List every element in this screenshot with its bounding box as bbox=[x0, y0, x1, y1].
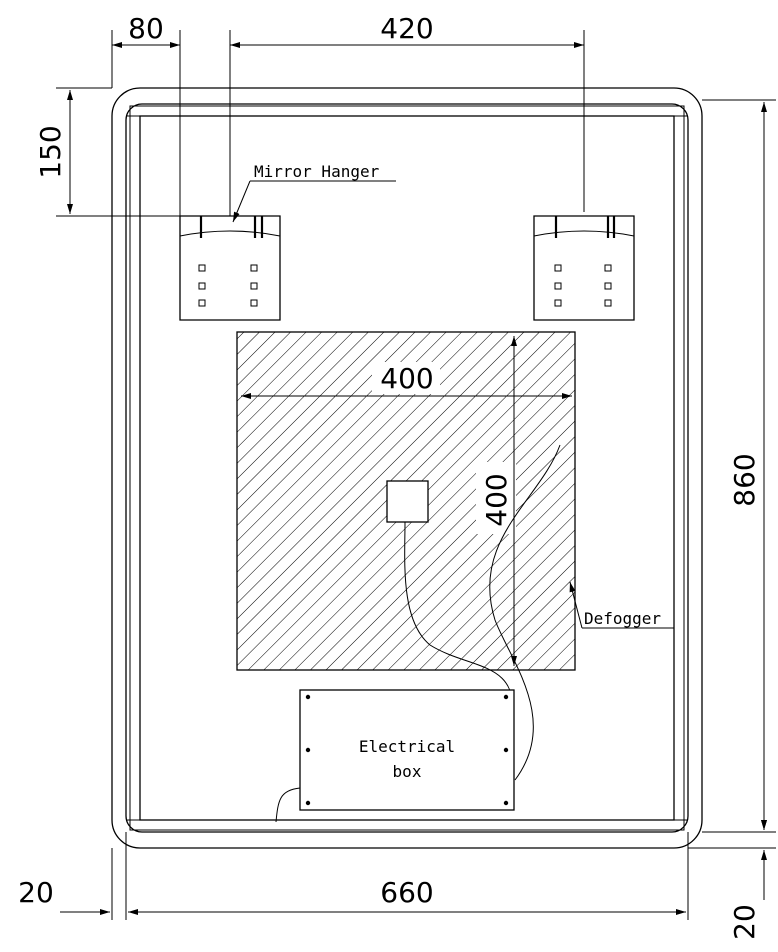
defogger-width-label: 400 bbox=[380, 362, 433, 395]
defogger-label: Defogger bbox=[584, 609, 661, 628]
defogger-connector bbox=[386, 480, 429, 523]
mirror-back-panel-inner bbox=[129, 105, 685, 831]
mirror-hanger-right bbox=[533, 215, 635, 321]
left-margin-dimension: 20 bbox=[18, 832, 127, 920]
total-height-dimension: 860 bbox=[702, 99, 776, 833]
mirror-hanger-callout: Mirror Hanger bbox=[232, 162, 396, 223]
total-width-label: 660 bbox=[380, 876, 433, 909]
hanger-drop-dimension: 150 bbox=[34, 87, 180, 217]
total-height-label: 860 bbox=[728, 453, 761, 506]
defogger-callout: Defogger bbox=[569, 581, 674, 629]
hanger-spacing-label: 420 bbox=[380, 12, 433, 45]
mirror-frame-inner bbox=[125, 103, 689, 833]
bottom-margin-label: 20 bbox=[728, 904, 761, 940]
defogger-height-dimension: 400 bbox=[480, 336, 517, 666]
hanger-drop-label: 150 bbox=[34, 125, 67, 178]
defogger-height-label: 400 bbox=[480, 473, 513, 526]
mirror-frame bbox=[111, 87, 703, 849]
electrical-box: Electrical box bbox=[299, 689, 515, 811]
wiring bbox=[275, 444, 561, 823]
hanger-spacing-dimension: 420 bbox=[229, 12, 585, 216]
electrical-box-label-line2: box bbox=[393, 762, 422, 781]
mirror-frame-outer bbox=[111, 87, 703, 849]
defogger-pad bbox=[236, 331, 576, 671]
hanger-offset-dimension: 80 bbox=[111, 12, 181, 216]
mirror-hanger-label: Mirror Hanger bbox=[254, 162, 380, 181]
mirror-hanger-left bbox=[179, 215, 281, 321]
bottom-margin-dimension: 20 bbox=[688, 790, 776, 940]
left-margin-label: 20 bbox=[18, 876, 54, 909]
electrical-box-label-line1: Electrical bbox=[359, 737, 455, 756]
defogger-width-dimension: 400 bbox=[241, 362, 572, 399]
mirror-back-panel bbox=[139, 115, 675, 821]
total-width-dimension: 660 bbox=[128, 832, 689, 920]
hanger-offset-label: 80 bbox=[128, 12, 164, 45]
